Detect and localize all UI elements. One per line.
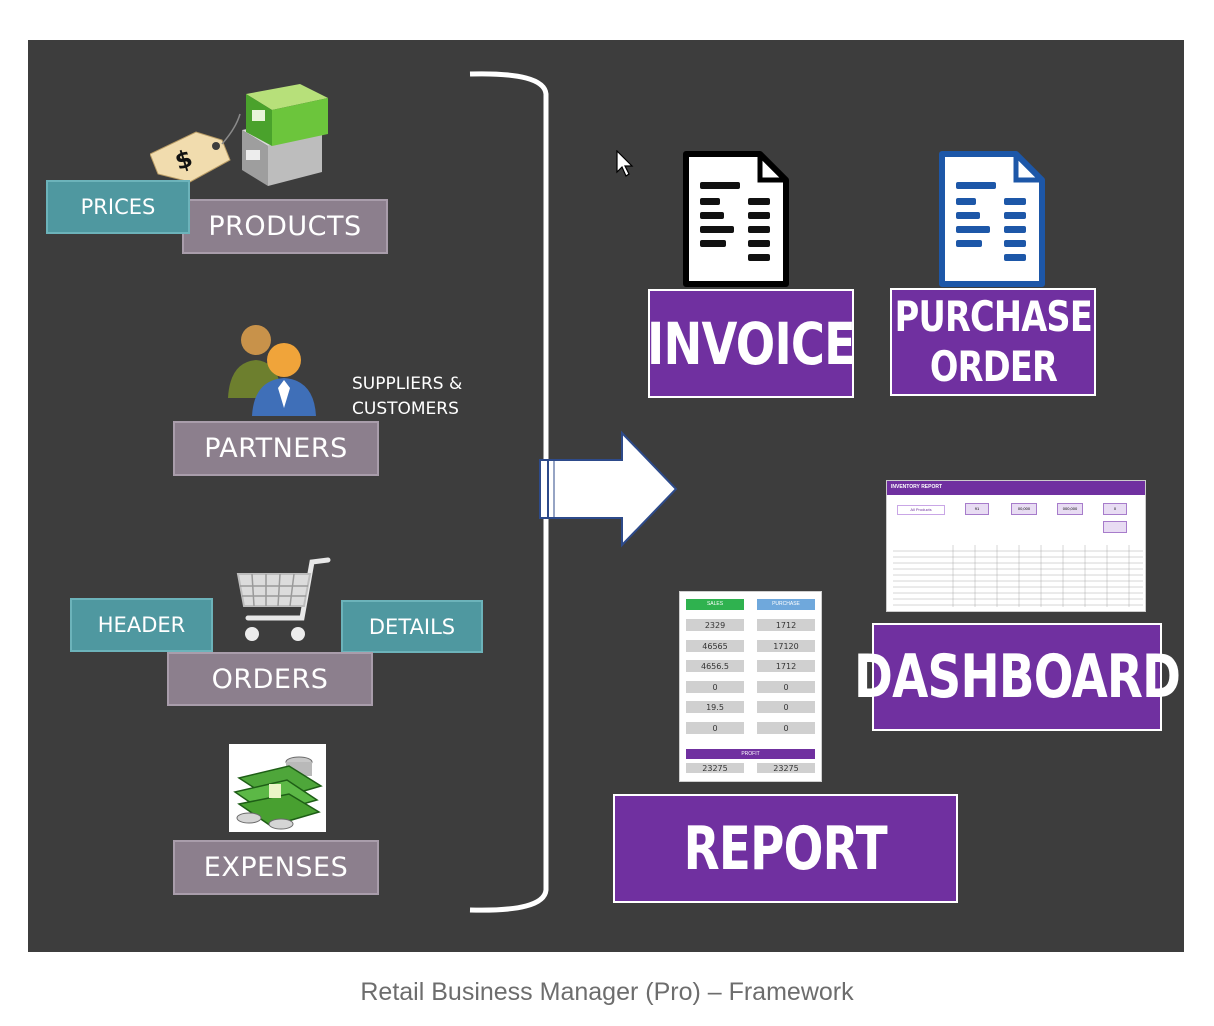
report-purchase-value: 0 xyxy=(757,701,815,713)
partners-label: PARTNERS xyxy=(173,421,379,476)
dashboard-label: DASHBOARD xyxy=(854,623,1181,731)
report-purchase-value: 1712 xyxy=(757,619,815,631)
dashboard-thumb-table xyxy=(893,545,1143,607)
report-sales-value: 2329 xyxy=(686,619,744,631)
report-sales-value: 46565 xyxy=(686,640,744,652)
purchase-line: PURCHASE xyxy=(894,292,1092,341)
report-profit-header: PROFIT xyxy=(686,749,815,759)
dashboard-kpi: 000,000 xyxy=(1057,503,1083,515)
report-sales-value: 19.5 xyxy=(686,701,744,713)
report-purchase-value: 17120 xyxy=(757,640,815,652)
orders-label: ORDERS xyxy=(167,652,373,706)
dashboard-kpi: 91 xyxy=(965,503,989,515)
dashboard-kpi: 0 xyxy=(1103,503,1127,515)
report-sales-value: 4656.5 xyxy=(686,660,744,672)
report-purchase-header: PURCHASE xyxy=(757,599,815,610)
report-sales-header: SALES xyxy=(686,599,744,610)
purchase-order-document-icon xyxy=(939,151,1045,287)
expenses-label: EXPENSES xyxy=(173,840,379,895)
purchase-order-label: PURCHASE ORDER xyxy=(890,288,1096,396)
shopping-cart-icon xyxy=(236,557,331,641)
report-purchase-value: 1712 xyxy=(757,660,815,672)
products-label: PRODUCTS xyxy=(182,199,388,254)
dashboard-kpi: 00,000 xyxy=(1011,503,1037,515)
figure-caption: Retail Business Manager (Pro) – Framewor… xyxy=(360,978,854,1006)
dashboard-thumbnail: INVENTORY REPORT All Products 91 00,000 … xyxy=(886,480,1146,612)
suppliers-line: SUPPLIERS & xyxy=(352,374,463,394)
dashboard-kpi xyxy=(1103,521,1127,533)
report-profit-value: 23275 xyxy=(757,763,815,773)
mouse-cursor-icon xyxy=(616,150,634,177)
report-purchase-value: 0 xyxy=(757,722,815,734)
report-profit-value: 23275 xyxy=(686,763,744,773)
dashboard-thumb-titlebar: INVENTORY REPORT xyxy=(887,481,1145,495)
suppliers-customers-note: SUPPLIERS & CUSTOMERS xyxy=(352,372,492,422)
details-label: DETAILS xyxy=(341,600,483,653)
customers-line: CUSTOMERS xyxy=(352,399,459,419)
products-boxes-icon: $ xyxy=(150,84,328,186)
invoice-document-icon xyxy=(683,151,789,287)
report-sales-value: 0 xyxy=(686,722,744,734)
partners-people-icon xyxy=(228,325,316,416)
report-label: REPORT xyxy=(613,794,958,903)
invoice-label: INVOICE xyxy=(647,289,856,398)
report-purchase-value: 0 xyxy=(757,681,815,693)
report-thumbnail: SALES PURCHASE 2329 1712 46565 17120 465… xyxy=(679,591,822,782)
report-sales-value: 0 xyxy=(686,681,744,693)
dashboard-thumb-title: INVENTORY REPORT xyxy=(891,484,943,490)
header-label: HEADER xyxy=(70,598,213,652)
prices-label: PRICES xyxy=(46,180,190,234)
dashboard-thumb-filter: All Products xyxy=(897,505,945,515)
expenses-money-image xyxy=(229,744,326,832)
order-line: ORDER xyxy=(929,342,1057,391)
money-stack-icon xyxy=(233,756,323,830)
flow-arrow xyxy=(539,430,678,548)
